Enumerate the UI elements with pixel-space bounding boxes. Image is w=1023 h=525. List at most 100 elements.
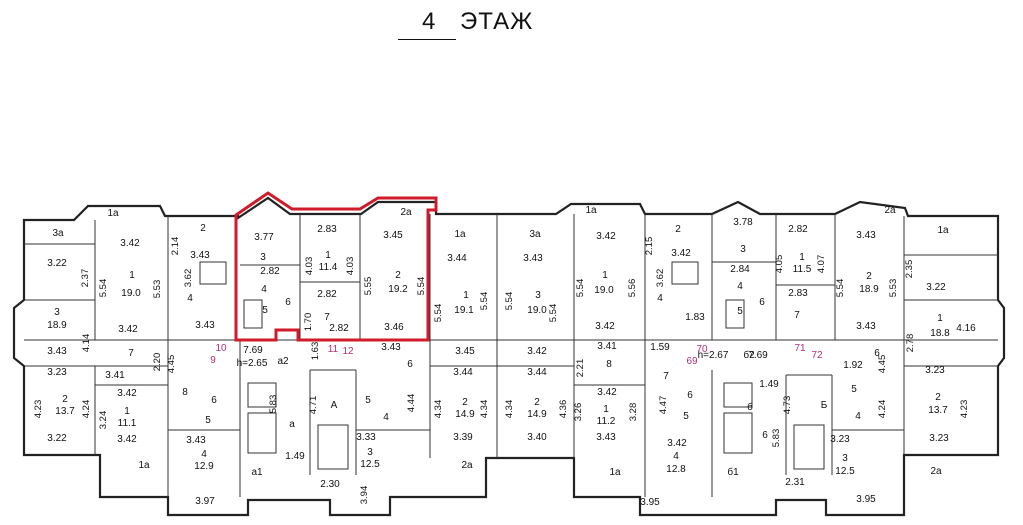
apartment-number: 71	[794, 343, 806, 354]
room-label: 2	[200, 223, 206, 234]
room-label: 19.2	[388, 284, 408, 295]
room-label: 2а	[461, 460, 473, 471]
dimension-label: 3.62	[183, 269, 194, 288]
room-label: 3	[54, 307, 60, 318]
apartment-number: 9	[210, 355, 216, 366]
dimension-label: 4.24	[81, 400, 92, 419]
room-label: 2	[534, 397, 540, 408]
room-label: 13.7	[55, 406, 75, 417]
room-label: 3.97	[195, 496, 215, 507]
dimension-label: 5.54	[835, 279, 846, 298]
room-label: 6	[762, 430, 768, 441]
room-label: А	[331, 400, 338, 411]
room-label: 18.9	[859, 284, 879, 295]
room-label: 3.43	[47, 346, 67, 357]
room-label: 2а	[930, 466, 942, 477]
dimension-label: 1.70	[303, 313, 314, 332]
room-label: 3.42	[671, 248, 691, 259]
dimension-label: 2.21	[575, 359, 586, 378]
room-label: 1	[937, 313, 943, 324]
dimension-label: 4.23	[33, 400, 44, 419]
apartment-number: 69	[686, 356, 698, 367]
room-label: 2а	[884, 205, 896, 216]
dimension-label: 4.14	[81, 334, 92, 353]
room-label: 3.33	[356, 432, 376, 443]
room-label: 2	[866, 271, 872, 282]
room-label: 3.43	[856, 230, 876, 241]
room-label: 4	[737, 281, 743, 292]
dimension-label: 2.35	[904, 260, 915, 279]
room-label: 7.69	[243, 345, 263, 356]
room-label: 3.42	[527, 346, 547, 357]
room-label: 6	[211, 395, 217, 406]
room-label: 1а	[937, 225, 949, 236]
dimension-label: 5.54	[548, 304, 559, 323]
room-label: 3.40	[527, 432, 547, 443]
room-label: 19.1	[454, 305, 474, 316]
room-label: 2.82	[260, 266, 280, 277]
room-label: 12.8	[666, 464, 686, 475]
room-label: 8	[606, 359, 612, 370]
dimension-label: 2.15	[644, 237, 655, 256]
dimension-label: 5.54	[433, 304, 444, 323]
room-label: 5	[851, 384, 857, 395]
room-label: 19.0	[594, 285, 614, 296]
room-label: 3а	[529, 229, 541, 240]
room-label: 12.5	[835, 466, 855, 477]
room-label: 3	[260, 252, 266, 263]
dimension-label: 3.24	[98, 411, 109, 430]
dimension-label: 5.55	[363, 277, 374, 296]
room-label: 4	[261, 284, 267, 295]
room-label: 4.16	[956, 323, 976, 334]
room-label: 2.31	[785, 477, 805, 488]
bathtub	[725, 299, 745, 329]
apartment-number: 12	[342, 346, 354, 357]
room-label: 1	[603, 404, 609, 415]
partitions	[24, 214, 998, 497]
room-label: 1.49	[285, 451, 305, 462]
room-label: 11.4	[319, 262, 338, 273]
room-label: 5	[683, 411, 689, 422]
room-label: 3.44	[447, 253, 467, 264]
room-label: 1а	[107, 208, 119, 219]
room-label: 2.82	[329, 323, 349, 334]
elevator-shaft	[247, 412, 277, 454]
dimension-label: 5.53	[152, 280, 163, 299]
room-label: 4	[187, 293, 193, 304]
room-label: 1а	[585, 205, 597, 216]
dimension-label: 4.45	[166, 355, 177, 374]
room-label: 1	[124, 406, 130, 417]
room-label: 19.0	[527, 305, 547, 316]
room-label: 7	[663, 371, 669, 382]
dimension-label: 5.54	[98, 279, 109, 298]
room-label: 3.77	[254, 232, 274, 243]
fixtures	[199, 261, 825, 470]
dimension-label: 5.54	[479, 292, 490, 311]
dimension-label: 4.03	[304, 257, 315, 276]
room-label: 6	[687, 390, 693, 401]
room-label: 3.42	[120, 238, 140, 249]
room-label: 7	[128, 348, 134, 359]
room-label: 3.43	[523, 253, 543, 264]
room-label: 3.42	[597, 387, 617, 398]
room-label: 3.42	[667, 438, 687, 449]
dimension-label: 3.62	[655, 269, 666, 288]
room-label: 2	[462, 397, 468, 408]
room-label: 2	[395, 270, 401, 281]
dimension-label: 4.34	[433, 400, 444, 419]
room-label: 3.44	[453, 367, 473, 378]
room-label: 3.44	[527, 367, 547, 378]
room-label: h=2.67	[698, 350, 729, 361]
room-label: 3	[740, 244, 746, 255]
apartment-number: 72	[811, 350, 823, 361]
room-label: 3.43	[195, 320, 215, 331]
room-label: б2	[743, 349, 755, 361]
room-label: 3.42	[117, 434, 137, 445]
room-label: б	[747, 401, 753, 413]
room-label: 14.9	[455, 409, 475, 420]
apartment-number: 10	[215, 343, 227, 354]
room-label: 3.43	[596, 432, 616, 443]
room-label: 6	[874, 348, 880, 359]
